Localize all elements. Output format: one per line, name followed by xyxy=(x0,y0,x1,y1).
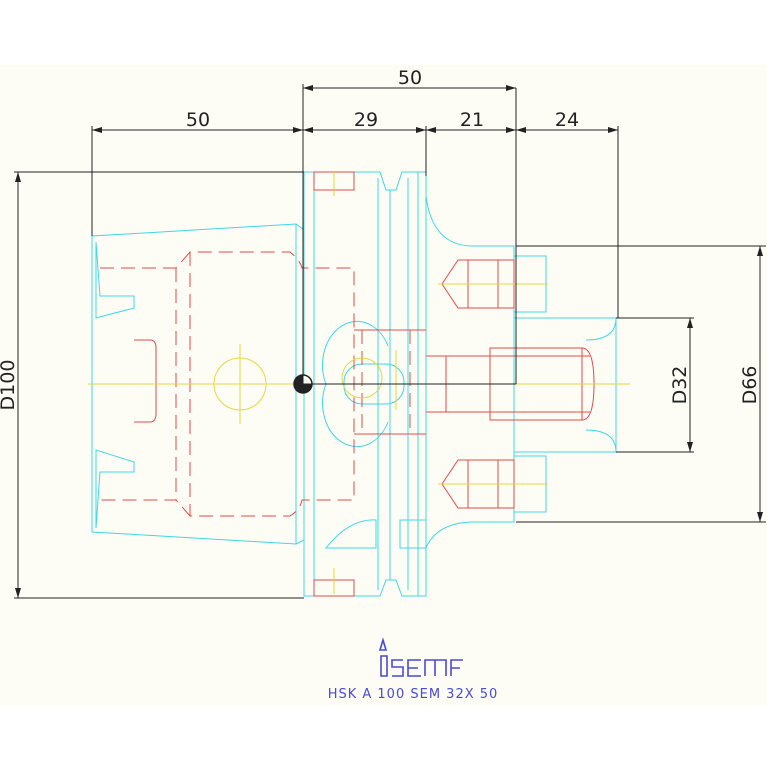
dim-top-overall: 50 xyxy=(398,67,422,89)
dim-flange-width: 29 xyxy=(354,109,378,131)
iscar-logo xyxy=(378,637,463,677)
dimension-lines xyxy=(14,84,766,599)
part-caption: HSK A 100 SEM 32X 50 xyxy=(328,687,499,702)
dim-right-width: 24 xyxy=(555,109,579,131)
dim-diameter-outer: D100 xyxy=(0,360,19,411)
center-lines xyxy=(88,172,630,594)
dim-diameter-bore: D32 xyxy=(669,366,691,405)
dim-left-width: 50 xyxy=(186,109,210,131)
dim-diameter-body: D66 xyxy=(739,366,761,405)
dim-middle-width: 21 xyxy=(460,109,484,131)
datum-mark xyxy=(293,88,517,394)
